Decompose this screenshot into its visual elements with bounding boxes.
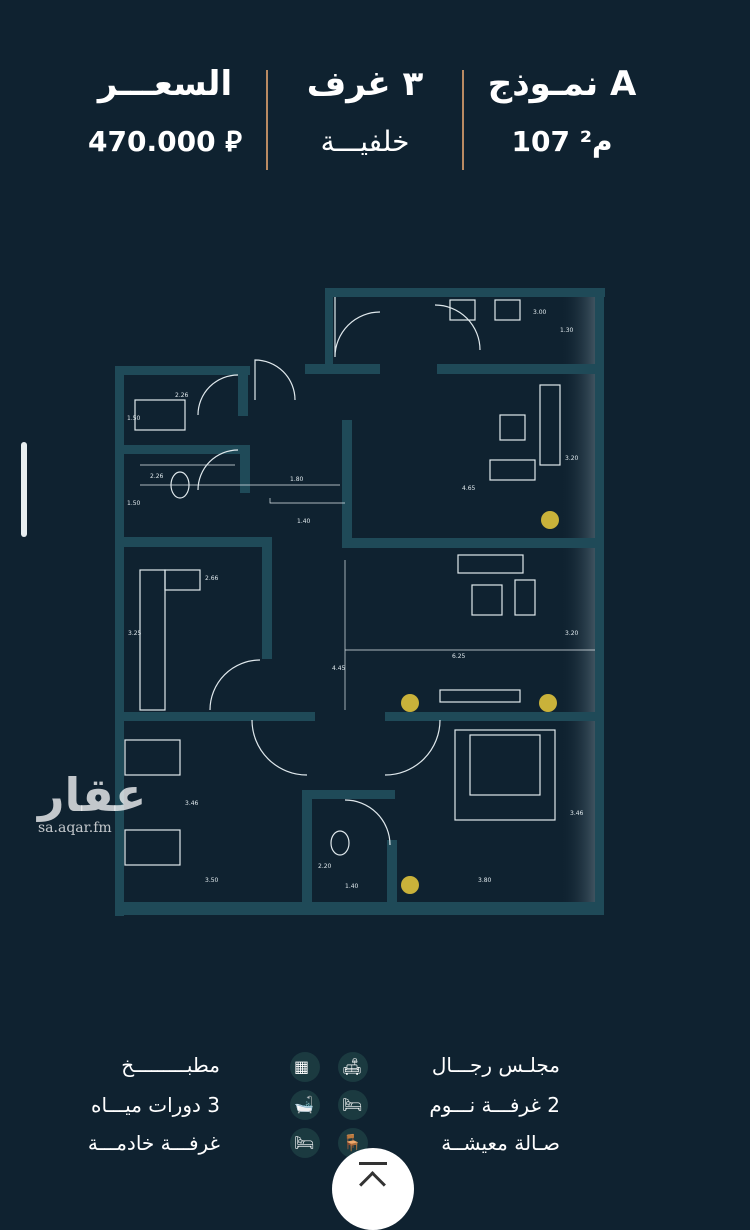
bar-icon: [359, 1162, 387, 1165]
scroll-to-top-button[interactable]: [332, 1148, 414, 1230]
dimension-label: 1.30: [560, 327, 574, 334]
separator: [462, 70, 464, 170]
bed-icon: 🛏: [290, 1128, 320, 1158]
dimension-label: 1.80: [290, 476, 304, 483]
dimension-label: 2.66: [205, 575, 219, 582]
bed-icon: [469, 734, 541, 796]
price: 470.000 ⃁: [88, 125, 242, 158]
dimension-label: 4.45: [332, 665, 346, 672]
rooms-block: ٣ غرف خلفيـــة: [290, 62, 440, 162]
door-icon: [197, 374, 239, 416]
bed-icon: 🛏: [338, 1090, 368, 1120]
plant-icon: [401, 694, 419, 712]
feature-item: صـالة معيشــة: [441, 1131, 560, 1155]
scroll-handle[interactable]: [21, 442, 27, 537]
rug-icon: [454, 729, 556, 821]
stove-icon: [164, 569, 201, 591]
chevron-up-icon: [359, 1171, 386, 1198]
feature-item: غرفـــة خادمـــة: [87, 1131, 220, 1155]
dimension-label: 3.80: [478, 877, 492, 884]
watermark-url: sa.aqar.fm: [38, 820, 112, 836]
rooms-title: ٣ غرف: [306, 64, 424, 104]
sink-icon: [449, 299, 476, 321]
counter-icon: [139, 569, 166, 711]
dimension-label: 2.26: [150, 473, 164, 480]
model-title: نمـوذج A: [487, 64, 637, 104]
dimensions: 3.00 1.30 2.26 1.50 2.26 1.50 1.80 1.40 …: [127, 309, 584, 890]
kitchen-icon: ▦: [290, 1052, 320, 1082]
plant-icon: [401, 876, 419, 894]
bed-icon: [134, 399, 186, 431]
model-block: نمـوذج A 107 م²: [462, 62, 662, 162]
dimension-label: 3.46: [570, 810, 584, 817]
feature-item: مطبـــــــــخ: [121, 1053, 220, 1077]
table-icon: [471, 584, 503, 616]
dimension-label: 4.65: [462, 485, 476, 492]
plants: [401, 511, 559, 894]
area: 107 م²: [511, 125, 613, 158]
dimension-label: 3.20: [565, 630, 579, 637]
dimension-label: 2.20: [318, 863, 332, 870]
toilet-icon: [330, 830, 350, 856]
bed-icon: [124, 739, 181, 776]
feature-item: مجلـس رجـــال: [431, 1053, 560, 1077]
door-icon: [334, 297, 381, 358]
sofa-icon: [457, 554, 524, 574]
door-icon: [251, 719, 441, 776]
door-icon: [344, 799, 391, 846]
doors-and-furniture: [124, 297, 595, 866]
feature-item: 2 غرفـــة نـــوم: [429, 1093, 560, 1117]
armchair-icon: [514, 579, 536, 616]
position: خلفيـــة: [320, 125, 410, 158]
listing-header: نمـوذج A 107 م² ٣ غرف خلفيـــة السعـــر …: [0, 62, 750, 182]
armchair-icon: 🪑: [338, 1128, 368, 1158]
dimension-label: 1.40: [345, 883, 359, 890]
dimension-label: 1.50: [127, 415, 141, 422]
price-title: السعـــر: [97, 64, 233, 104]
feature-item: 3 دورات ميـــاه: [91, 1093, 220, 1117]
sink-icon: [494, 299, 521, 321]
price-block: السعـــر 470.000 ⃁: [75, 62, 255, 162]
watermark-logo: عقار: [38, 768, 147, 822]
dimension-label: 1.50: [127, 500, 141, 507]
bath-icon: 🛁: [290, 1090, 320, 1120]
dimension-label: 1.40: [297, 518, 311, 525]
dimension-label: 3.00: [533, 309, 547, 316]
door-icon: [434, 304, 481, 351]
sofa-icon: [489, 459, 536, 481]
light-glow: [560, 297, 596, 902]
watermark: عقار sa.aqar.fm: [38, 770, 146, 836]
plant-icon: [541, 511, 559, 529]
door-icon: [197, 449, 239, 491]
floor-plan: 3.00 1.30 2.26 1.50 2.26 1.50 1.80 1.40 …: [115, 288, 605, 916]
dimension-label: 3.20: [565, 455, 579, 462]
dimension-label: 6.25: [452, 653, 466, 660]
dimension-label: 2.26: [175, 392, 189, 399]
separator: [266, 70, 268, 170]
dimension-label: 3.25: [128, 630, 142, 637]
table-icon: [499, 414, 526, 441]
walls: [115, 288, 605, 916]
door-icon: [254, 359, 296, 401]
sofa-icon: 🛋: [338, 1052, 368, 1082]
door-icon: [209, 659, 261, 711]
sofa-icon: [539, 384, 561, 466]
bed-icon: [124, 829, 181, 866]
dimension-label: 3.50: [205, 877, 219, 884]
plant-icon: [539, 694, 557, 712]
dimension-label: 3.46: [185, 800, 199, 807]
tv-unit-icon: [439, 689, 521, 703]
